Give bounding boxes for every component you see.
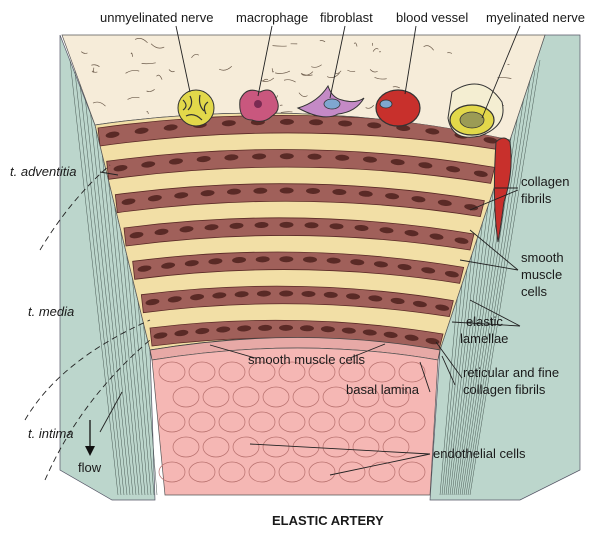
label-blood-vessel: blood vessel [396, 10, 468, 25]
blood-vessel-icon [375, 89, 421, 127]
label-smooth-2: muscle [521, 267, 562, 282]
label-fibroblast: fibroblast [320, 10, 373, 25]
myelinated-nerve-icon [447, 83, 504, 138]
label-smooth-1: smooth [521, 250, 564, 265]
label-tunica-media: t. media [28, 304, 74, 319]
label-flow: flow [78, 460, 102, 475]
fibroblast-icon [296, 84, 365, 118]
label-elastic-1: elastic [466, 314, 503, 329]
layer-boundary-dashes [24, 164, 151, 481]
label-smooth-3: cells [521, 284, 548, 299]
label-tunica-intima: t. intima [28, 426, 74, 441]
label-unmyelinated-nerve: unmyelinated nerve [100, 10, 213, 25]
intima-region [151, 347, 439, 496]
flow-arrow-icon [85, 420, 95, 456]
label-elastic-2: lamellae [460, 331, 508, 346]
unmyelinated-nerve-icon [177, 89, 215, 127]
label-reticular-1: reticular and fine [463, 365, 559, 380]
label-endothelial-cells: endothelial cells [433, 446, 526, 461]
label-tunica-adventitia: t. adventitia [10, 164, 77, 179]
leader-lines [99, 25, 521, 476]
label-myelinated-nerve: myelinated nerve [486, 10, 585, 25]
label-inner-smooth-muscle-cells: smooth muscle cells [248, 352, 366, 367]
macrophage-icon [239, 89, 279, 122]
label-reticular-2: collagen fibrils [463, 382, 546, 397]
label-basal-lamina: basal lamina [346, 382, 420, 397]
endothelial-cell-outlines [158, 361, 426, 483]
label-macrophage: macrophage [236, 10, 308, 25]
label-collagen-2: fibrils [521, 191, 552, 206]
diagram-title: ELASTIC ARTERY [272, 513, 384, 528]
vasa-vasorum-icon [493, 137, 512, 243]
label-collagen-1: collagen [521, 174, 569, 189]
